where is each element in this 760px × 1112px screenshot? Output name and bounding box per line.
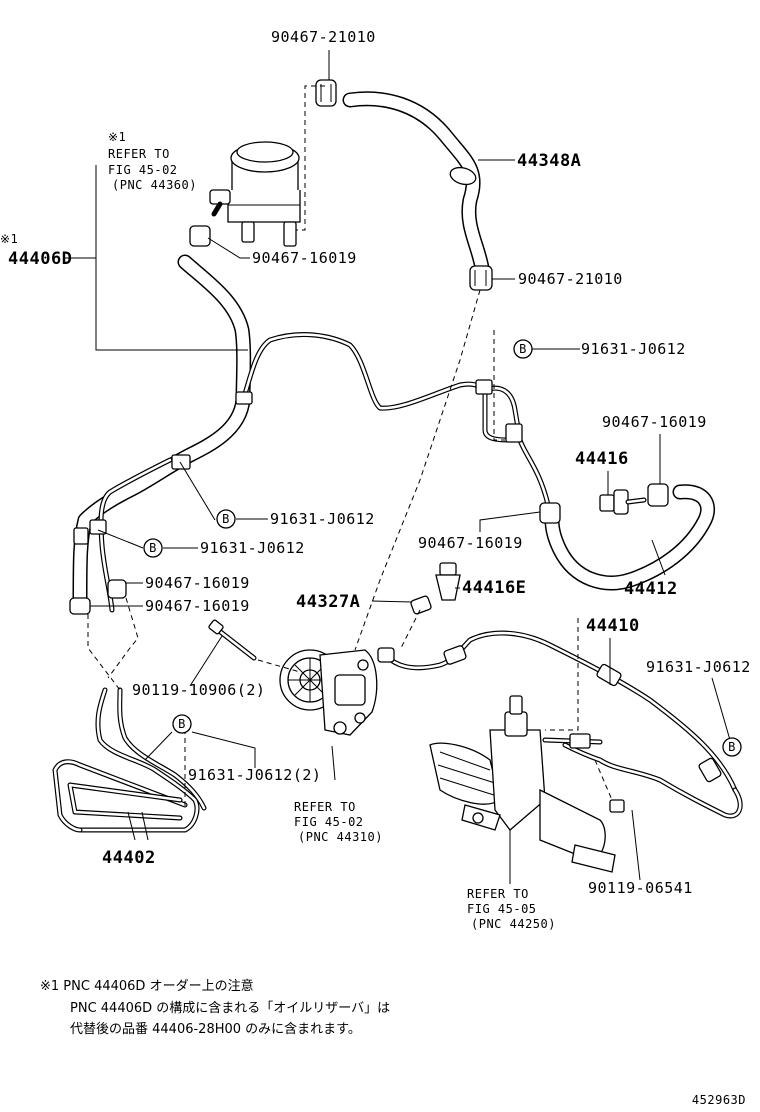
oil-reservoir: [209, 141, 301, 247]
ref-gear-line2: FIG 45-05: [467, 902, 537, 916]
figure-id: 452963D: [692, 1093, 746, 1107]
return-hose-44348a: [342, 91, 490, 276]
label-90467-16019-l1: 90467-16019: [145, 574, 250, 592]
footnote-line2: PNC 44406D の構成に含まれる「オイルリザーバ」は: [70, 1000, 390, 1016]
hose-clips-main: [73, 379, 523, 545]
callout-b-2-letter: B: [222, 512, 230, 526]
label-90467-16019-r: 90467-16019: [602, 413, 707, 431]
ref-reservoir-line3: (PNC 44360): [112, 178, 197, 192]
ref-reservoir-line1: REFER TO: [108, 147, 170, 161]
label-44327a: 44327A: [296, 592, 360, 612]
label-90119-10906: 90119-10906(2): [132, 681, 265, 699]
callout-b-4-letter: B: [178, 717, 186, 731]
label-44416: 44416: [575, 449, 629, 469]
pressure-hose-44410: [382, 630, 743, 819]
callout-b-1-letter: B: [519, 342, 527, 356]
label-44410: 44410: [586, 616, 640, 636]
ref-gear: REFER TO FIG 45-05 (PNC 44250): [467, 887, 556, 931]
ref-pump-line1: REFER TO: [294, 800, 356, 814]
ref-left-mark: ※1: [0, 232, 18, 246]
footnote-line3: 代替後の品番 44406-28H00 のみに含まれます。: [70, 1021, 361, 1037]
label-90467-21010-mid: 90467-21010: [518, 270, 623, 288]
return-hose-44412: [544, 484, 716, 591]
power-steering-pump: [279, 649, 378, 736]
label-90467-16019-res: 90467-16019: [252, 249, 357, 267]
clamps-90467-16019-left: [69, 579, 127, 615]
ref-reservoir-mark: ※1: [108, 130, 126, 144]
label-91631-j0612-m: 91631-J0612: [270, 510, 375, 528]
leader-lines: [64, 50, 731, 884]
callout-b-3: B: [143, 538, 163, 558]
label-91631-j0612-2: 91631-J0612(2): [188, 766, 321, 784]
clamp-90467-21010-mid: [469, 265, 493, 291]
footnote: ※1 PNC 44406D オーダー上の注意 PNC 44406D の構成に含ま…: [40, 978, 390, 1037]
ref-reservoir-line2: FIG 45-02: [108, 163, 178, 177]
clamps-90467-16019-right: [539, 483, 669, 524]
clamp-90467-21010-top: [315, 79, 337, 107]
callout-b-4: B: [172, 714, 192, 734]
label-44406d: 44406D: [8, 249, 72, 269]
label-90467-16019-c: 90467-16019: [418, 534, 523, 552]
hose-44406d: [72, 254, 252, 608]
ref-gear-line3: (PNC 44250): [471, 917, 556, 931]
label-90467-16019-l2: 90467-16019: [145, 597, 250, 615]
label-91631-j0612-r: 91631-J0612: [581, 340, 686, 358]
dashed-guide-lines: [87, 85, 613, 810]
ref-gear-line1: REFER TO: [467, 887, 529, 901]
label-91631-j0612-far: 91631-J0612: [646, 658, 751, 676]
callout-b-5-letter: B: [728, 740, 736, 754]
ref-pump-line2: FIG 45-02: [294, 815, 364, 829]
ref-pump-line3: (PNC 44310): [298, 830, 383, 844]
label-44412: 44412: [624, 579, 678, 599]
footnote-line1: ※1 PNC 44406D オーダー上の注意: [40, 978, 254, 994]
label-90467-21010-top: 90467-21010: [271, 28, 376, 46]
oil-cooler-44402: [52, 687, 207, 841]
steering-gear-assembly: [429, 695, 625, 873]
label-90119-06541: 90119-06541: [588, 879, 693, 897]
label-44416e: 44416E: [462, 578, 526, 598]
callout-b-2: B: [216, 509, 236, 529]
fitting-44416: [599, 489, 647, 515]
ref-reservoir: ※1 REFER TO FIG 45-02 (PNC 44360): [108, 130, 197, 192]
ref-pump: REFER TO FIG 45-02 (PNC 44310): [294, 800, 383, 844]
label-44402: 44402: [102, 848, 156, 868]
label-44348a: 44348A: [517, 151, 581, 171]
clamp-90467-16019-res: [189, 225, 211, 247]
bolt-90119-10906: [208, 619, 257, 661]
union-44327a-and-fitting-44416e: [377, 562, 461, 663]
label-91631-j0612-l: 91631-J0612: [200, 539, 305, 557]
callout-b-5: B: [722, 737, 742, 757]
callout-b-1: B: [513, 339, 533, 359]
callout-b-3-letter: B: [149, 541, 157, 555]
